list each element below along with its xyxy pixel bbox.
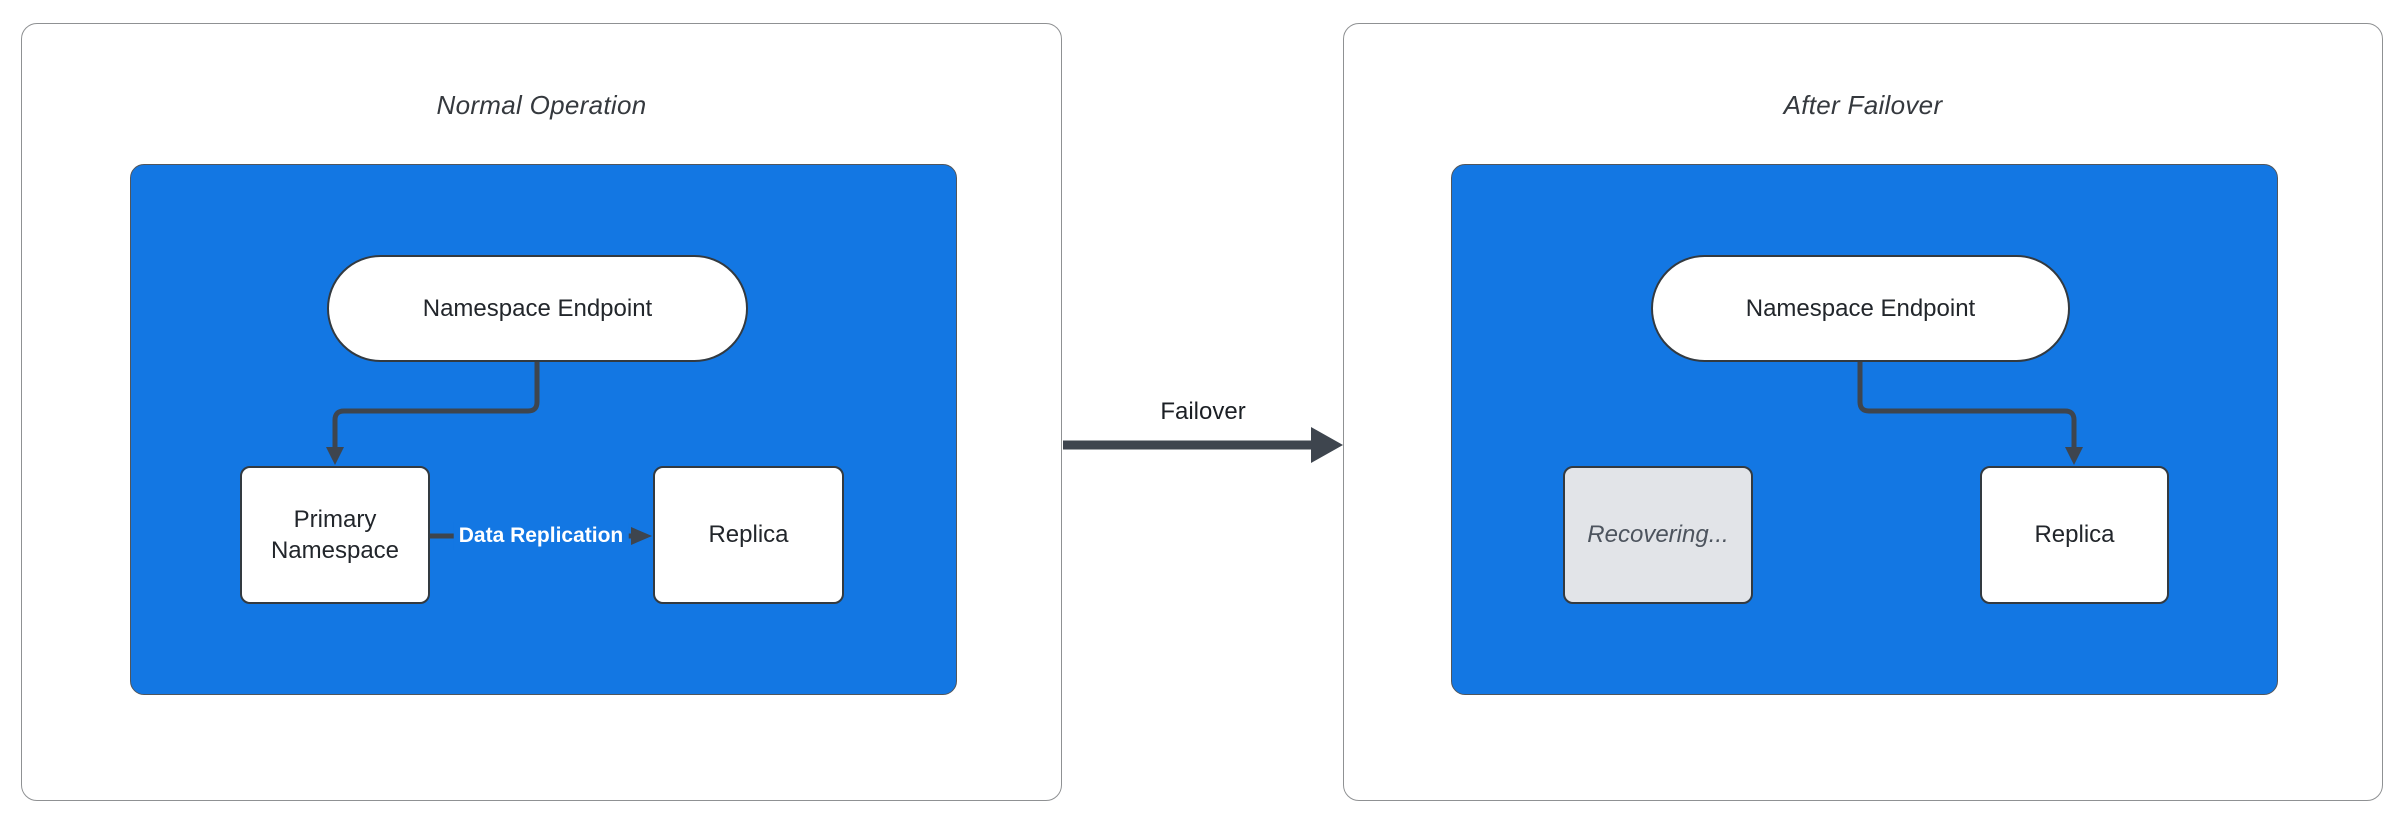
replica-node-normal: Replica <box>653 466 844 604</box>
panel-title-normal-operation: Normal Operation <box>436 90 647 120</box>
replica-node-failover: Replica <box>1980 466 2169 604</box>
primary-namespace-node: Primary Namespace <box>240 466 430 604</box>
namespace-endpoint-node-normal: Namespace Endpoint <box>327 255 748 362</box>
namespace-endpoint-node-failover: Namespace Endpoint <box>1651 255 2070 362</box>
panel-title-after-failover: After Failover <box>1783 90 1943 120</box>
failover-arrow <box>1063 427 1343 463</box>
namespace-container-normal <box>130 164 957 695</box>
data-replication-label: Data Replication <box>453 522 629 550</box>
namespace-container-failover <box>1451 164 2278 695</box>
recovering-node: Recovering... <box>1563 466 1753 604</box>
failover-label: Failover <box>1154 398 1252 426</box>
